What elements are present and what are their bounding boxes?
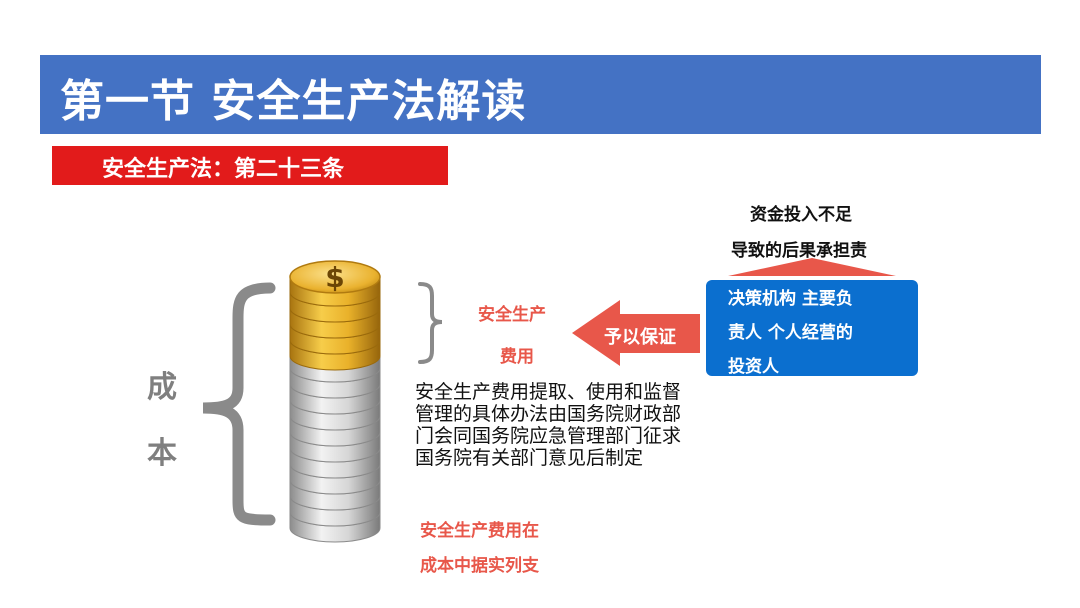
fee-label-line1: 安全生产 <box>478 305 546 325</box>
fee-brace-icon <box>418 282 443 364</box>
guarantee-label: 予以保证 <box>604 327 676 348</box>
article-label-bar: 安全生产法：第二十三条 <box>52 146 448 185</box>
responsible-line3: 投资人 <box>728 357 779 377</box>
cost-note-line2: 成本中据实列支 <box>420 556 539 576</box>
cost-note-line1: 安全生产费用在 <box>420 521 539 541</box>
up-triangle-icon <box>728 258 896 276</box>
responsible-party-box: 决策机构 主要负 责人 个人经营的 投资人 <box>706 280 918 377</box>
fee-description: 安全生产费用提取、使用和监督管理的具体办法由国务院财政部门会同国务院应急管理部门… <box>415 381 682 469</box>
responsibility-line2: 导致的后果承担责 <box>731 241 867 261</box>
guarantee-arrow-icon <box>572 300 700 366</box>
responsible-line1: 决策机构 主要负 <box>728 289 853 309</box>
fee-label-line2: 费用 <box>500 347 534 367</box>
coin-stack <box>289 275 381 543</box>
responsible-line2: 责人 个人经营的 <box>728 323 853 343</box>
article-label: 安全生产法：第二十三条 <box>102 157 345 182</box>
cost-label-1: 成 <box>147 370 177 405</box>
page-title: 第一节 安全生产法解读 <box>60 76 527 127</box>
dollar-icon: $ <box>325 261 344 294</box>
top-coin-face <box>289 260 381 294</box>
cost-brace-icon <box>202 282 276 526</box>
title-banner: 第一节 安全生产法解读 <box>40 55 1041 134</box>
cost-label-2: 本 <box>147 436 177 471</box>
responsibility-line1: 资金投入不足 <box>750 205 852 225</box>
